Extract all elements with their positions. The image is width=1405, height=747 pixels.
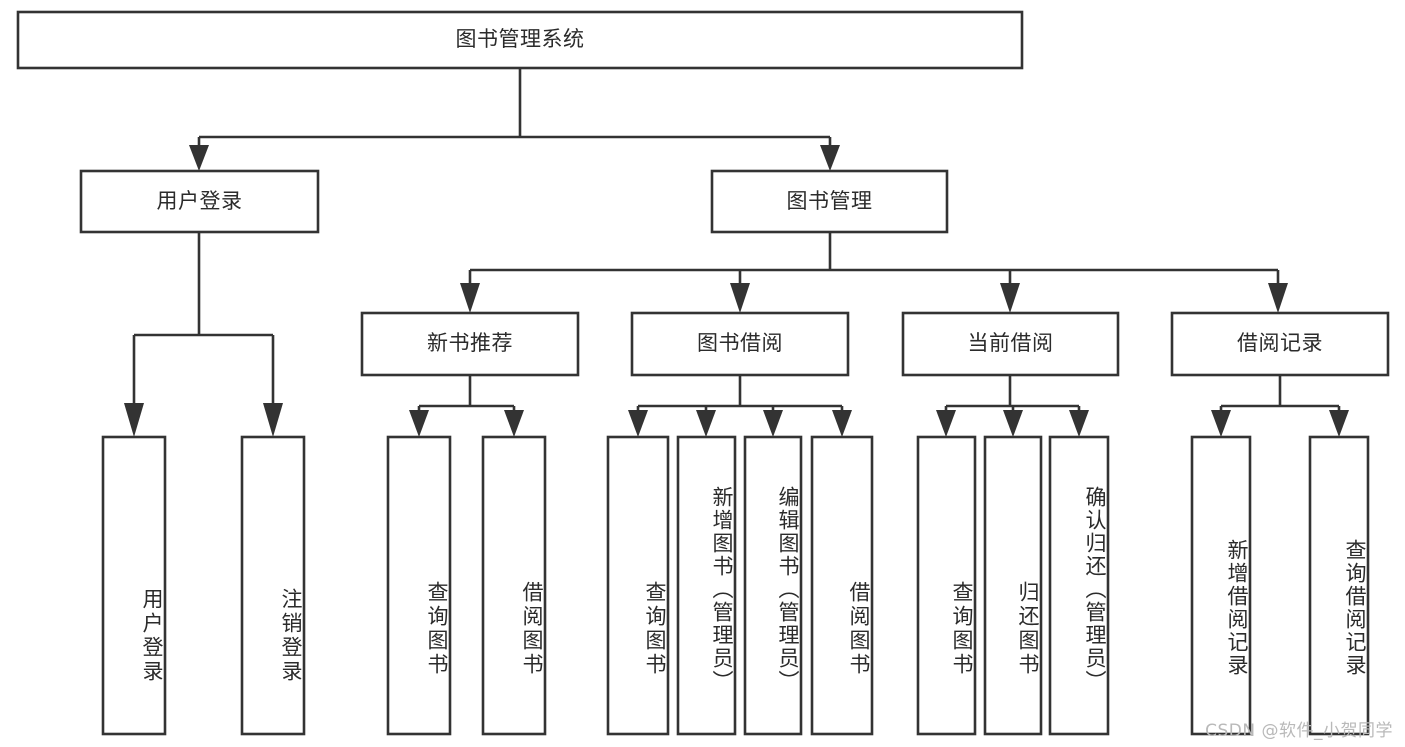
arrow-head-userlogin [189, 145, 209, 171]
arrow-head-leaf-user-login [124, 403, 144, 437]
arrow-head-leaf-add-book-admin [696, 410, 716, 437]
node-box-leaf-query-books-recommend[interactable] [386, 435, 452, 736]
connector-group-book-borrow [628, 375, 852, 437]
node-box-leaf-edit-book-admin[interactable] [743, 435, 803, 736]
node-box-current-borrow[interactable] [901, 311, 1120, 377]
node-box-leaf-query-books-borrow[interactable] [606, 435, 670, 736]
arrow-head-new-book-recommend [460, 283, 480, 313]
connector-group-current-borrow [936, 375, 1089, 437]
node-box-leaf-confirm-return-admin[interactable] [1048, 435, 1110, 736]
connector-group-bookmgmt [460, 232, 1288, 313]
arrow-head-bookmgmt [820, 145, 840, 171]
arrow-head-current-borrow [1000, 283, 1020, 313]
node-box-leaf-borrow-books[interactable] [810, 435, 874, 736]
arrow-head-leaf-query-books-borrow [628, 410, 648, 437]
node-box-borrow-record[interactable] [1170, 311, 1390, 377]
arrow-head-leaf-query-books-current [936, 410, 956, 437]
arrow-head-leaf-logout [263, 403, 283, 437]
node-box-new-book-recommend[interactable] [360, 311, 580, 377]
arrow-head-leaf-query-borrow-record [1329, 410, 1349, 437]
arrow-head-leaf-add-borrow-record [1211, 410, 1231, 437]
connector-group-userlogin [124, 232, 283, 437]
node-box-leaf-return-books[interactable] [983, 435, 1043, 736]
node-box-leaf-add-borrow-record[interactable] [1190, 435, 1252, 736]
node-box-leaf-user-login[interactable] [101, 435, 167, 736]
connector-group-new-book-recommend [409, 375, 524, 437]
csdn-watermark: CSDN @软件_小贺同学 [1205, 721, 1393, 741]
connector-group-borrow-record [1211, 375, 1349, 437]
arrow-head-leaf-borrow-books [832, 410, 852, 437]
node-box-book-borrow[interactable] [630, 311, 850, 377]
node-box-leaf-query-books-current[interactable] [916, 435, 977, 736]
node-box-root[interactable] [16, 10, 1024, 70]
arrow-head-leaf-confirm-return-admin [1069, 410, 1089, 437]
arrow-head-leaf-borrow-books-recommend [504, 410, 524, 437]
node-box-book-management[interactable] [710, 169, 949, 234]
node-box-leaf-borrow-books-recommend[interactable] [481, 435, 547, 736]
node-box-user-login[interactable] [79, 169, 320, 234]
node-box-leaf-add-book-admin[interactable] [676, 435, 737, 736]
arrow-head-leaf-return-books [1003, 410, 1023, 437]
node-box-leaf-query-borrow-record[interactable] [1308, 435, 1370, 736]
arrow-head-leaf-edit-book-admin [763, 410, 783, 437]
arrow-head-book-borrow [730, 283, 750, 313]
connector-group-root [189, 68, 840, 171]
arrow-head-leaf-query-books-recommend [409, 410, 429, 437]
node-box-leaf-logout[interactable] [240, 435, 306, 736]
arrow-head-borrow-record [1268, 283, 1288, 313]
